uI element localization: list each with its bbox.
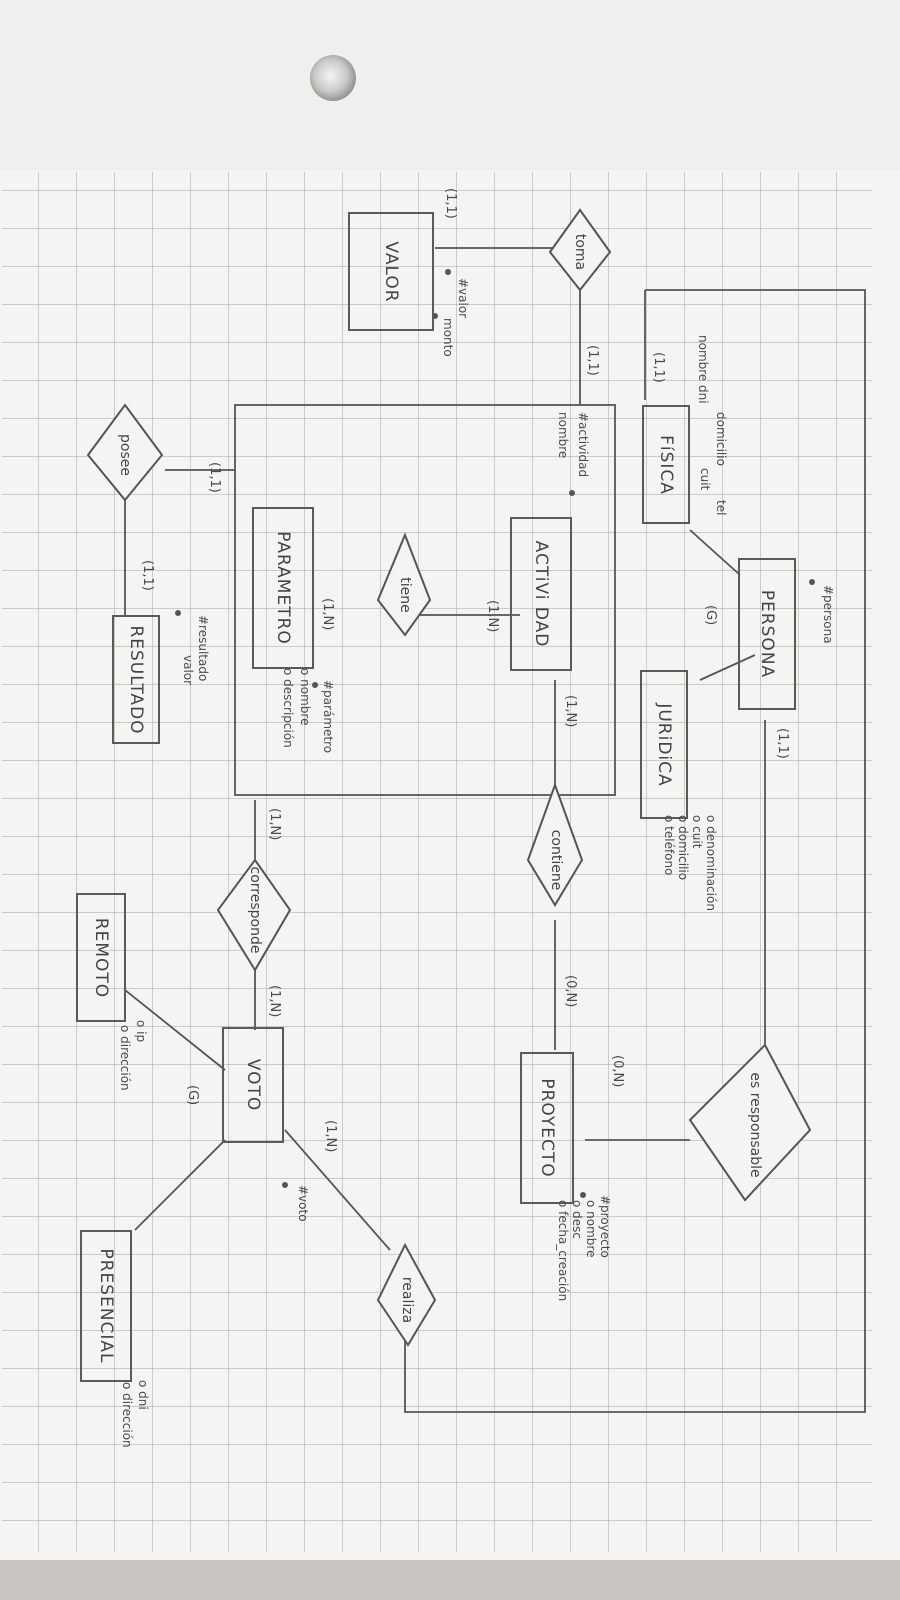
es-responsable-relation-diamond [688, 1043, 812, 1202]
entity-parametro: PARAMETRO [252, 507, 314, 669]
card-parametro-tiene: (1,N) [320, 598, 335, 631]
toma-relation-diamond [548, 208, 612, 292]
attr-valor-monto: monto [441, 318, 455, 357]
corresponde-relation-diamond [216, 858, 292, 972]
card-fisica: (1,1) [651, 352, 666, 383]
card-persona-responsable: (1,1) [775, 728, 790, 759]
relation-es-responsable: es responsable [747, 1072, 763, 1178]
relation-posee: posee [117, 434, 133, 476]
attr-fisica-cuit: cuit [698, 468, 712, 491]
entity-fisica: FíSICA [642, 405, 690, 524]
card-proyecto-contiene: (0,N) [563, 975, 578, 1008]
attr-fisica-tel: tel [714, 500, 728, 516]
entity-juridica: JURiDiCA [640, 670, 688, 819]
card-voto-generalization: (G) [185, 1085, 200, 1106]
realiza-relation-diamond [376, 1242, 437, 1347]
relation-realiza: realiza [399, 1276, 415, 1324]
attr-juridica-denominacion: o denominación [704, 815, 718, 911]
attr-proyecto-id: #proyecto [598, 1195, 612, 1258]
attr-juridica-cuit: o cuit [690, 815, 704, 849]
entity-persona: PERSONA [738, 558, 796, 710]
entity-resultado: RESULTADO [112, 615, 160, 744]
entity-proyecto: PROYECTO [520, 1052, 574, 1204]
attr-fisica-domicilio: domicilio [714, 412, 728, 466]
card-posee-resultado: (1,1) [140, 560, 155, 591]
attr-remoto-direccion: o dirección [118, 1025, 132, 1091]
entity-presencial: PRESENCIAL [80, 1230, 132, 1382]
attr-valor-id: #valor [456, 278, 470, 319]
card-toma-actividad: (1,1) [585, 345, 600, 376]
attr-fisica-nombre: nombre [696, 335, 710, 382]
attr-actividad-nombre: nombre [556, 412, 570, 459]
card-valor-toma: (1,1) [443, 188, 458, 219]
card-actividad-contiene: (1,N) [563, 695, 578, 728]
attr-actividad-id: #actividad [576, 412, 590, 478]
attr-remoto-ip: o ip [134, 1020, 148, 1043]
card-proyecto-responsable: (0,N) [610, 1055, 625, 1088]
relation-contiene: contiene [548, 829, 564, 891]
contiene-relation-diamond [526, 782, 584, 907]
entity-remoto: REMOTO [76, 893, 126, 1022]
attr-juridica-domicilio: o domicilio [676, 815, 690, 881]
attr-parametro-descripcion: o descripción [281, 668, 295, 748]
card-persona-generalization: (G) [703, 605, 718, 626]
relation-toma: toma [572, 233, 588, 271]
card-voto-corresponde: (1,N) [267, 985, 282, 1018]
attr-proyecto-nombre: o nombre [584, 1200, 598, 1258]
posee-relation-diamond [86, 403, 164, 502]
binder-hole [310, 55, 356, 101]
attr-persona-id: #persona [821, 585, 835, 644]
attr-fisica-dni: dni [696, 385, 710, 404]
entity-voto: VOTO [222, 1027, 284, 1143]
attr-presencial-dni: o dni [136, 1380, 150, 1410]
relation-tiene: tiene [397, 577, 413, 613]
attr-parametro-id: #parámetro [321, 680, 335, 754]
attr-resultado-valor: valor [181, 655, 195, 686]
relation-corresponde: corresponde [247, 866, 263, 954]
tiene-relation-diamond [376, 532, 432, 637]
attr-proyecto-fecha: o fecha_creación [556, 1200, 570, 1302]
attr-voto-id: #voto [296, 1185, 310, 1222]
card-voto-realiza: (1,N) [323, 1120, 338, 1153]
attr-juridica-telefono: o teléfono [662, 815, 676, 876]
card-posee-parametro: (1,1) [207, 462, 222, 493]
attr-proyecto-desc: o desc [570, 1200, 584, 1240]
card-parametro-corresponde: (1,N) [267, 808, 282, 841]
entity-valor: VALOR [348, 212, 434, 331]
attr-parametro-nombre: o nombre [298, 668, 312, 726]
attr-resultado-id: #resultado [196, 615, 210, 682]
entity-actividad: ACTiVi DAD [510, 517, 572, 671]
card-actividad-tiene: (1,N) [485, 600, 500, 633]
attr-presencial-direccion: o dirección [120, 1382, 134, 1448]
